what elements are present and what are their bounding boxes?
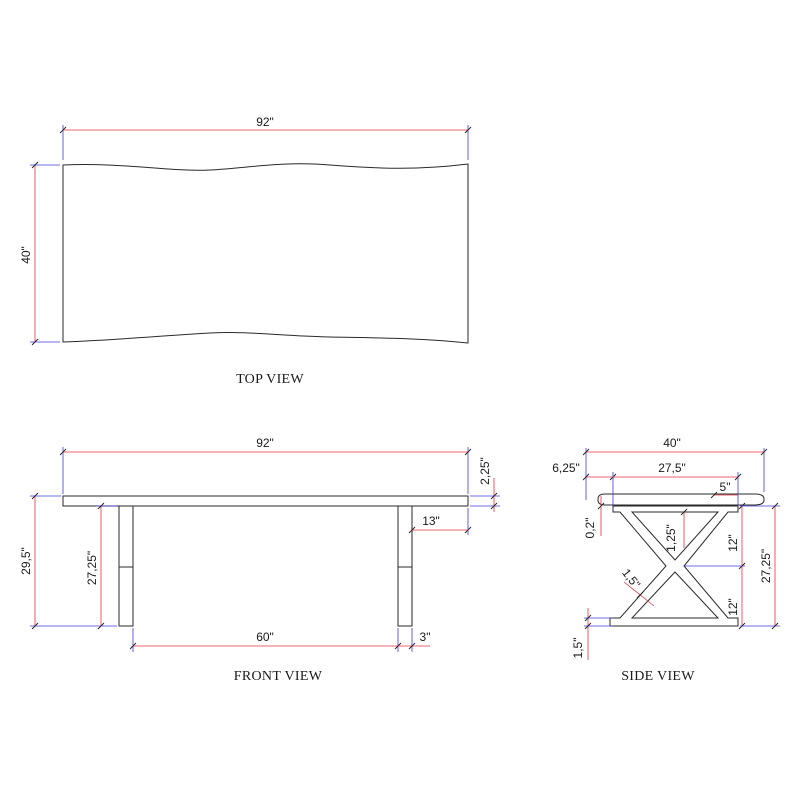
front-view-inset-label: 13" (422, 514, 440, 528)
front-view-spacing-label: 60" (256, 630, 274, 644)
side-view-gap-label: 0,2" (583, 518, 597, 539)
side-view-foot-height-label: 1,5" (571, 638, 585, 659)
side-view-base-label: 27,5" (658, 461, 686, 475)
side-view-x-frame-inner-top (630, 511, 720, 561)
front-view-thickness-tick-top (490, 492, 498, 500)
top-view-width-label: 40" (19, 246, 33, 264)
top-view-caption: TOP VIEW (236, 372, 304, 387)
front-view-length-tick-right (464, 448, 472, 456)
side-view-x-frame-outer (609, 505, 739, 627)
side-view-overhang-tick-left (582, 473, 590, 481)
top-view-length-tick-right (464, 126, 472, 134)
side-view-x-frame-inner-bottom (630, 571, 720, 619)
side-view-diagonal-dim-line (623, 581, 655, 607)
front-view-height-tick-top (31, 492, 39, 500)
side-view-leg-height-label: 27,25" (759, 549, 773, 583)
side-view-bar-label: 1,25" (664, 524, 678, 552)
front-view-tabletop (62, 495, 469, 507)
top-view-width-tick-top (31, 161, 39, 169)
side-view-diagonal-label: 1,5" (619, 566, 643, 591)
front-view-right-leg (397, 505, 413, 627)
side-view-width-tick-left (582, 448, 590, 456)
front-view: 92" 2,25" 29,5" 27,25" 13" 60" (19, 436, 500, 684)
side-view-width-label: 40" (663, 436, 681, 450)
side-view-width-tick-right (760, 448, 768, 456)
side-view-overhang-label: 6,25" (552, 461, 580, 475)
top-view: 92" 40" TOP VIEW (19, 115, 472, 387)
front-view-leg-width-label: 3" (420, 630, 431, 644)
side-view-caption: SIDE VIEW (621, 669, 695, 684)
front-view-thickness-label: 2,25" (478, 457, 492, 485)
top-view-length-label: 92" (256, 115, 274, 129)
side-view-foot-tick-left (710, 491, 718, 499)
side-view-tabletop (597, 493, 765, 506)
side-view-leg-height-tick-top (771, 502, 779, 510)
front-view-length-label: 92" (256, 436, 274, 450)
front-view-left-leg (118, 505, 134, 627)
side-view-bar-tick (680, 508, 688, 516)
front-view-spacing-tick-left (129, 642, 137, 650)
front-view-length-tick-left (59, 448, 67, 456)
front-view-height-label: 29,5" (19, 547, 33, 575)
side-view-foot-label: 5" (720, 480, 731, 494)
side-view-foot-height-tick-top (584, 614, 592, 622)
side-view-diagonal-tick (636, 591, 644, 599)
front-view-leg-height-tick-bottom (97, 622, 105, 630)
side-view-foot-height-tick-bottom (584, 622, 592, 630)
side-view-gap-tick (597, 502, 605, 510)
front-view-caption: FRONT VIEW (234, 669, 323, 684)
front-view-leg-width-tick-right (408, 642, 416, 650)
front-view-leg-height-label: 27,25" (85, 551, 99, 585)
top-view-tabletop-outline (62, 163, 469, 344)
side-view-lower-label: 12" (726, 598, 740, 616)
side-view-leg-height-tick-bottom (771, 622, 779, 630)
front-view-height-tick-bottom (31, 622, 39, 630)
side-view-upper-label: 12" (726, 534, 740, 552)
side-view-base-tick-right (734, 473, 742, 481)
front-view-leg-height-tick-top (97, 502, 105, 510)
front-view-thickness-tick-bottom (490, 502, 498, 510)
side-view: 40" 6,25" 27,5" 5" 0,2" 1,25" 12" 12" (552, 436, 780, 684)
top-view-width-tick-bottom (31, 338, 39, 346)
top-view-length-tick-left (59, 126, 67, 134)
front-view-inset-tick-left (408, 526, 416, 534)
